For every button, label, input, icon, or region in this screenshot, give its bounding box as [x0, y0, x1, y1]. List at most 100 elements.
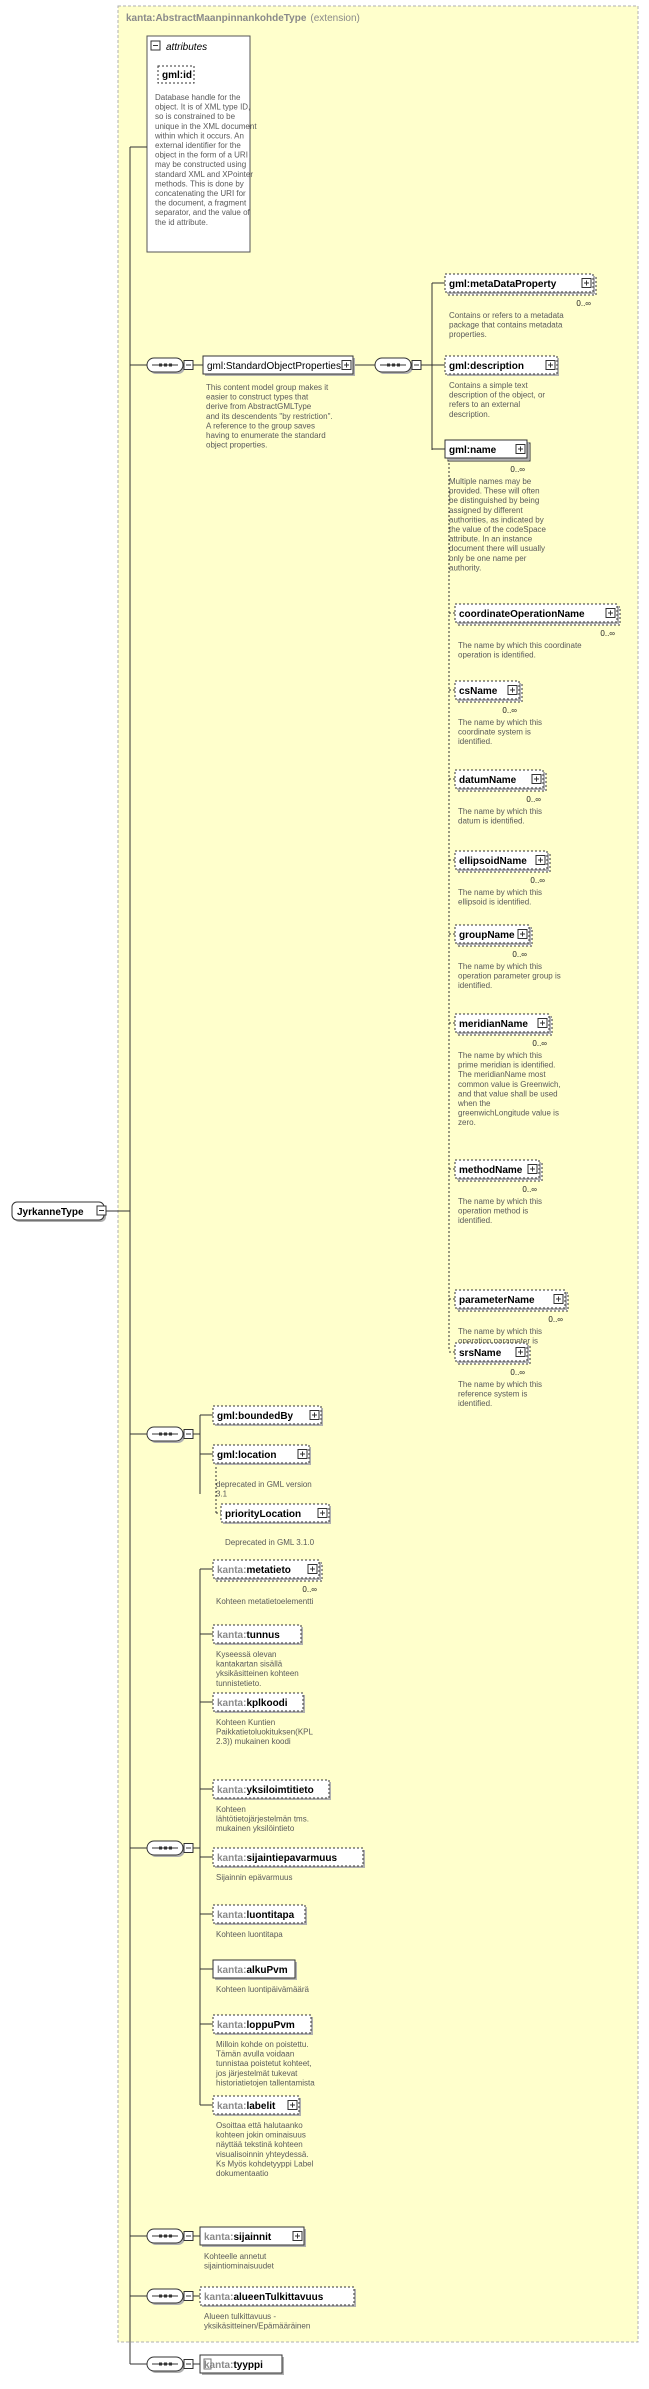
gml-prop-doc: assigned by different	[449, 506, 523, 515]
standard-props-doc: A reference to the group saves	[206, 421, 315, 430]
sequence-sijainnit-dot	[164, 2234, 167, 2238]
gml-id-doc-line: concatenating the URI for	[155, 189, 246, 198]
name-sub-methodName[interactable]	[454, 1159, 540, 1179]
kanta-alueen-tulkittavuus[interactable]	[199, 2286, 355, 2306]
kanta-sijaintiepavarmuus-namespace: kanta:	[217, 1853, 246, 1864]
gml-prop-1[interactable]	[444, 355, 558, 375]
kanta-kplkoodi-label: kanta:kplkoodi	[217, 1698, 288, 1709]
gml-id-doc-line: within which it occurs. An	[154, 131, 244, 140]
kanta-luontitapa-label: kanta:luontitapa	[217, 1910, 295, 1921]
kanta-labelit[interactable]	[212, 2095, 300, 2115]
gml-location[interactable]	[212, 1444, 310, 1464]
gml-prop-0-label: gml:metaDataProperty	[449, 279, 557, 290]
kanta-loppuPvm-label: kanta:loppuPvm	[217, 2020, 295, 2031]
sequence-kanta-dot	[164, 1846, 167, 1850]
name-sub-groupName[interactable]	[454, 924, 530, 944]
gml-prop-0[interactable]	[444, 273, 594, 293]
priority-location-doc: Deprecated in GML 3.1.0	[225, 1538, 315, 1547]
extension-title: kanta:AbstractMaanpinnankohdeType(extens…	[126, 13, 360, 24]
sequence-sijainnit-dot	[169, 2234, 172, 2238]
kanta-doc: Tämän avulla voidaan	[216, 2050, 294, 2059]
name-sub-doc: operation method is	[458, 1207, 528, 1216]
name-sub-parameterName[interactable]	[454, 1289, 566, 1309]
gml-location-doc: deprecated in GML version	[216, 1480, 312, 1489]
name-sub-methodName-label: methodName	[459, 1165, 523, 1176]
gml-standard-object-properties[interactable]	[202, 355, 354, 375]
kanta-labelit-label: kanta:labelit	[217, 2101, 276, 2112]
gml-prop-2-cardinality: 0..∞	[510, 465, 525, 474]
gml-bounded-by[interactable]	[212, 1405, 322, 1425]
kanta-doc: visualisoinnin yhteydessä.	[216, 2150, 309, 2159]
sijainnit-doc: sijaintiominaisuudet	[204, 2262, 275, 2271]
kanta-sijaintiepavarmuus[interactable]	[212, 1847, 364, 1867]
kanta-alkuPvm-name: alkuPvm	[246, 1965, 287, 1976]
kanta-doc: Kyseessä olevan	[216, 1650, 276, 1659]
kanta-yksiloimtitieto[interactable]	[212, 1779, 330, 1799]
kanta-kplkoodi-name: kplkoodi	[246, 1698, 287, 1709]
kanta-doc: dokumentaatio	[216, 2169, 269, 2178]
sequence-tyyppi-dot	[164, 2362, 167, 2366]
sequence-gml-props-dot	[392, 363, 395, 367]
gml-prop-doc: the value of the codeSpace	[449, 525, 547, 534]
name-sub-meridianName[interactable]	[454, 1013, 550, 1033]
kanta-doc: historiatietojen tallentamista	[216, 2078, 315, 2087]
kanta-loppuPvm-namespace: kanta:	[217, 2020, 246, 2031]
kanta-loppuPvm[interactable]	[212, 2014, 312, 2034]
kanta-doc: Paikkatietoluokituksen(KPL	[216, 1728, 313, 1737]
standard-props-doc: This content model group makes it	[206, 383, 329, 392]
kanta-kplkoodi[interactable]	[212, 1692, 304, 1712]
name-sub-doc: ellipsoid is identified.	[458, 898, 531, 907]
gml-prop-doc: only be one name per	[449, 554, 527, 563]
name-sub-doc: when the	[457, 1099, 491, 1108]
name-sub-doc: identified.	[458, 981, 492, 990]
kanta-metatieto[interactable]	[212, 1559, 320, 1579]
name-sub-methodName-cardinality: 0..∞	[522, 1185, 537, 1194]
kanta-doc: tunnistaa poistetut kohteet,	[216, 2059, 312, 2068]
kanta-alueen-tulkittavuus-name: alueenTulkittavuus	[233, 2292, 323, 2303]
gml-prop-2[interactable]	[444, 439, 528, 459]
standard-props-doc: object properties.	[206, 441, 267, 450]
kanta-yksiloimtitieto-label: kanta:yksiloimtitieto	[217, 1785, 314, 1796]
kanta-doc: Milloin kohde on poistettu.	[216, 2040, 309, 2049]
kanta-doc: kohteen jokin ominaisuus	[216, 2131, 306, 2140]
kanta-doc: Kohteen	[216, 1805, 246, 1814]
gml-location-doc: 3.1	[216, 1490, 228, 1499]
kanta-alkuPvm-label: kanta:alkuPvm	[217, 1965, 288, 1976]
name-sub-doc: The meridianName most	[458, 1070, 546, 1079]
kanta-tunnus[interactable]	[212, 1624, 302, 1644]
gml-id-doc-line: the document, a fragment	[155, 199, 247, 208]
kanta-sijainnit[interactable]	[199, 2226, 305, 2246]
name-sub-srsName[interactable]	[454, 1342, 528, 1362]
name-sub-coordinateOperationName[interactable]	[454, 603, 618, 623]
sequence-tyyppi-dot	[169, 2362, 172, 2366]
kanta-tyyppi[interactable]	[199, 2354, 283, 2374]
name-sub-srsName-cardinality: 0..∞	[510, 1368, 525, 1377]
name-sub-doc: The name by which this	[458, 807, 542, 816]
gml-id-doc-line: object in the form of a URI	[155, 151, 248, 160]
gml-prop-doc: Multiple names may be	[449, 477, 532, 486]
name-sub-doc: prime meridian is identified.	[458, 1061, 555, 1070]
gml-prop-doc: properties.	[449, 330, 487, 339]
name-sub-datumName[interactable]	[454, 769, 544, 789]
name-sub-srsName-label: srsName	[459, 1348, 502, 1359]
alueen-doc: yksikäsitteinen/Epämääräinen	[204, 2322, 310, 2331]
name-sub-csName[interactable]	[454, 680, 520, 700]
name-sub-ellipsoidName[interactable]	[454, 850, 548, 870]
kanta-alueen-tulkittavuus-namespace: kanta:	[204, 2292, 233, 2303]
extension-panel	[117, 5, 639, 2343]
sequence-standard-props-dot	[159, 363, 162, 367]
gml-id-attribute[interactable]	[157, 65, 195, 84]
priority-location[interactable]	[220, 1503, 330, 1523]
kanta-luontitapa[interactable]	[212, 1904, 306, 1924]
gml-standard-object-properties-label: gml:StandardObjectProperties	[207, 361, 341, 372]
kanta-alkuPvm[interactable]	[212, 1959, 296, 1979]
sequence-kanta-dot	[159, 1846, 162, 1850]
gml-prop-doc: authority.	[449, 563, 481, 572]
gml-prop-0-cardinality: 0..∞	[576, 299, 591, 308]
kanta-doc: lähtötietojärjestelmän tms.	[216, 1815, 309, 1824]
gml-bounded-by-label: gml:boundedBy	[217, 1411, 294, 1422]
kanta-tyyppi-namespace: kanta:	[204, 2360, 233, 2371]
kanta-labelit-namespace: kanta:	[217, 2101, 246, 2112]
name-sub-doc: identified.	[458, 1216, 492, 1225]
